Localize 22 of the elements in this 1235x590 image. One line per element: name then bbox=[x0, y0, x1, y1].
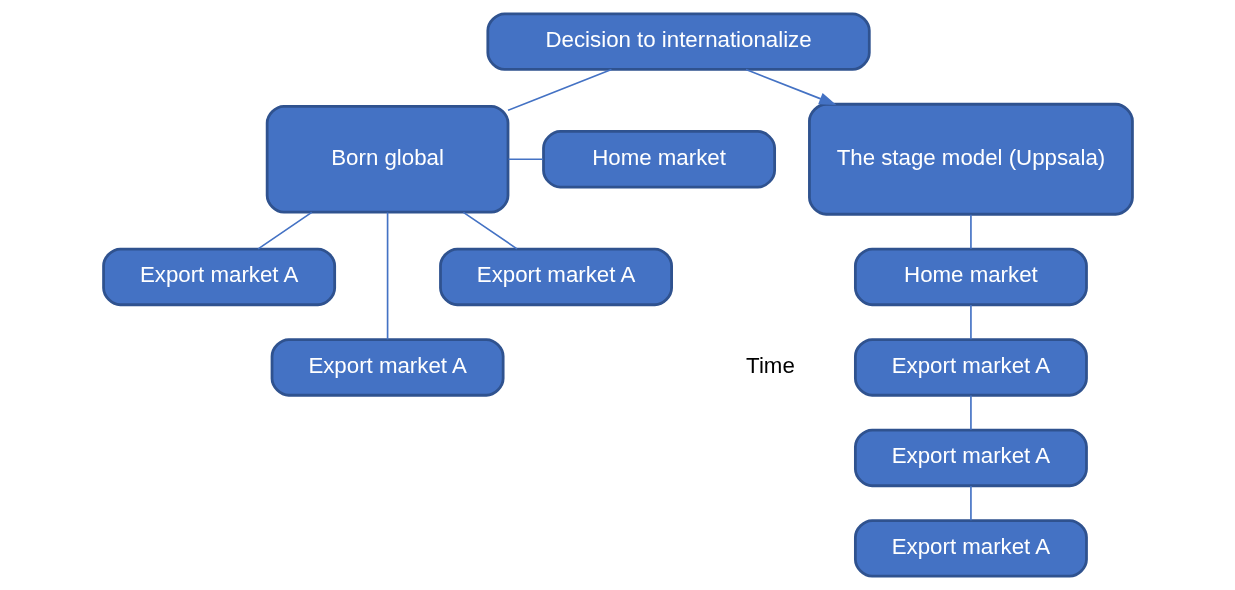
node-box: Home market bbox=[541, 130, 776, 189]
node-box: Export market A bbox=[438, 247, 673, 307]
connector bbox=[507, 158, 544, 161]
connector bbox=[969, 394, 972, 431]
node-box: The stage model (Uppsala) bbox=[807, 102, 1134, 216]
node-box: Decision to internationalize bbox=[485, 12, 871, 71]
node-box: Home market bbox=[853, 247, 1088, 307]
connector bbox=[969, 485, 972, 522]
connector bbox=[969, 213, 972, 250]
node-box: Export market A bbox=[853, 428, 1088, 488]
node-box: Export market A bbox=[853, 519, 1088, 578]
connector bbox=[462, 211, 518, 250]
connector bbox=[506, 68, 612, 112]
node-box: Born global bbox=[265, 104, 509, 214]
connector bbox=[256, 211, 313, 250]
label: Time bbox=[745, 352, 795, 378]
node-box: Export market A bbox=[270, 338, 505, 397]
node-box: Export market A bbox=[853, 338, 1088, 397]
node-box: Export market A bbox=[101, 247, 336, 307]
arrow bbox=[744, 68, 836, 106]
connector bbox=[386, 211, 388, 341]
connector bbox=[969, 304, 972, 341]
